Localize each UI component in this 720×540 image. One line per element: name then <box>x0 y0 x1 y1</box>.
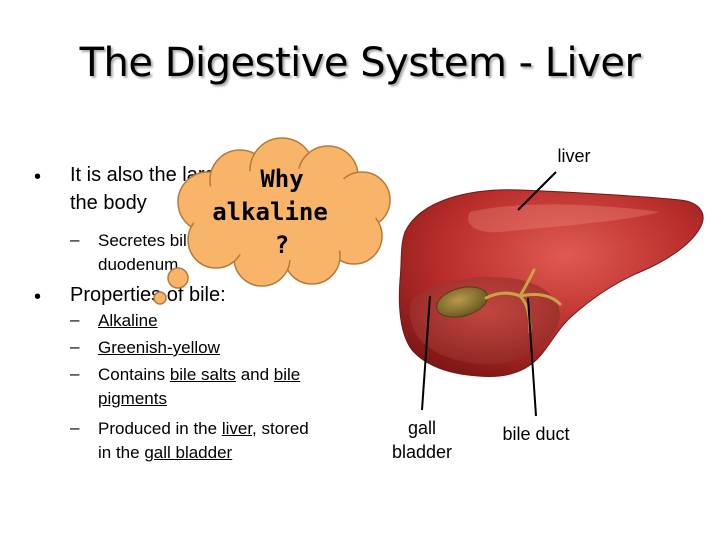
produced-prefix: Produced in the <box>98 419 222 438</box>
label-bladder: bladder <box>391 442 453 462</box>
property-contains: Contains bile salts and bile <box>98 364 300 386</box>
liver-shape <box>398 189 704 377</box>
bile-term: bile <box>273 365 301 384</box>
property-produced-line-2: in the gall bladder <box>98 442 232 464</box>
label-bile-duct: bile duct <box>502 424 570 444</box>
in-the-prefix: in the <box>98 443 145 462</box>
bile-salts-term: bile salts <box>169 365 236 384</box>
callout-question: ? <box>274 231 290 259</box>
sub-dash: – <box>70 230 80 249</box>
bullet-dot: • <box>34 166 42 188</box>
sub-dash: – <box>70 364 80 383</box>
sub-bullet-line-2: duodenum <box>98 255 179 274</box>
sub-dash: – <box>70 418 80 437</box>
contains-prefix: Contains <box>98 365 170 384</box>
produced-stored: , stored <box>252 419 309 438</box>
callout-alkaline: alkaline <box>212 198 328 226</box>
bile-duct-shape <box>484 268 562 334</box>
label-liver: liver <box>557 146 591 166</box>
gall-bladder-shape <box>436 286 488 318</box>
liver-highlight <box>468 204 660 233</box>
sub-dash: – <box>70 310 80 329</box>
sub-dash: – <box>70 337 80 356</box>
property-produced: Produced in the liver, stored <box>98 418 309 440</box>
bullet-dot: • <box>34 286 42 308</box>
label-gall: gall <box>407 418 437 438</box>
property-alkaline: Alkaline <box>98 311 158 330</box>
bullet-1-line-2: the body <box>70 192 147 214</box>
pigments-term: pigments <box>98 389 167 408</box>
liver-term: liver <box>221 419 253 438</box>
property-greenish-yellow: Greenish-yellow <box>98 338 220 357</box>
bile-duct-pointer <box>527 297 537 417</box>
callout-why: Why <box>260 165 304 193</box>
liver-underside <box>409 276 560 365</box>
contains-and: and <box>235 365 274 384</box>
gall-bladder-term: gall bladder <box>144 443 233 462</box>
bullet-2-label: Properties of bile: <box>70 284 226 306</box>
liver-pointer <box>517 171 557 211</box>
slide-title: The Digestive System - Liver <box>79 40 641 86</box>
gall-bladder-pointer <box>421 295 431 411</box>
